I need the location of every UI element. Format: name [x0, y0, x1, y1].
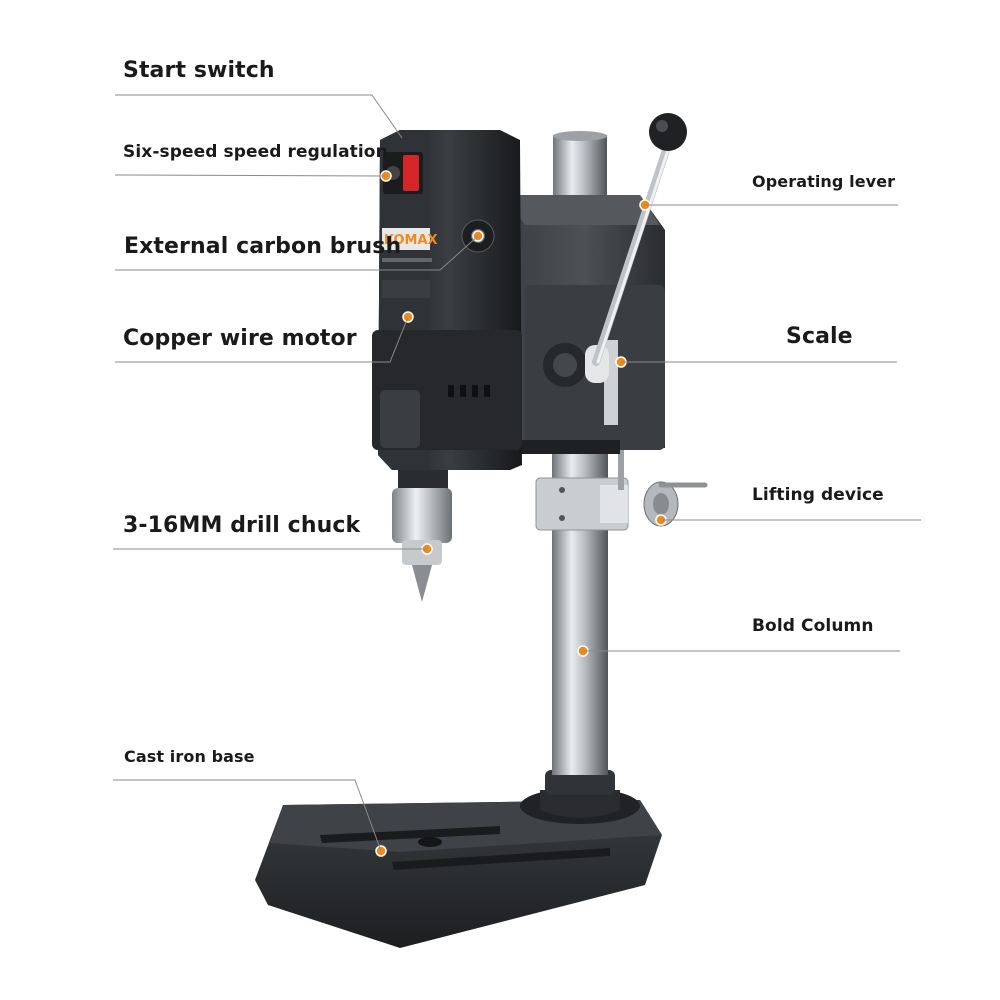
callout-lifting: Lifting device [752, 485, 884, 505]
callout-six-speed: Six-speed speed regulation [123, 142, 388, 162]
callout-scale: Scale [786, 324, 853, 349]
brand-logo: KOMAX [384, 233, 438, 248]
drill-chuck [392, 470, 452, 602]
callout-base: Cast iron base [124, 747, 255, 766]
callout-carbon-brush: External carbon brush [124, 234, 402, 259]
callout-column: Bold Column [752, 616, 874, 636]
operating-lever [592, 113, 687, 366]
callout-motor: Copper wire motor [123, 326, 357, 351]
motor-body: KOMAX [372, 130, 522, 470]
spindle-head [505, 195, 665, 454]
callout-chuck: 3-16MM drill chuck [123, 513, 361, 538]
callout-lever: Operating lever [752, 172, 896, 191]
lifting-collar [535, 450, 708, 531]
callout-start-switch: Start switch [123, 58, 275, 83]
leader-lines [113, 94, 921, 852]
